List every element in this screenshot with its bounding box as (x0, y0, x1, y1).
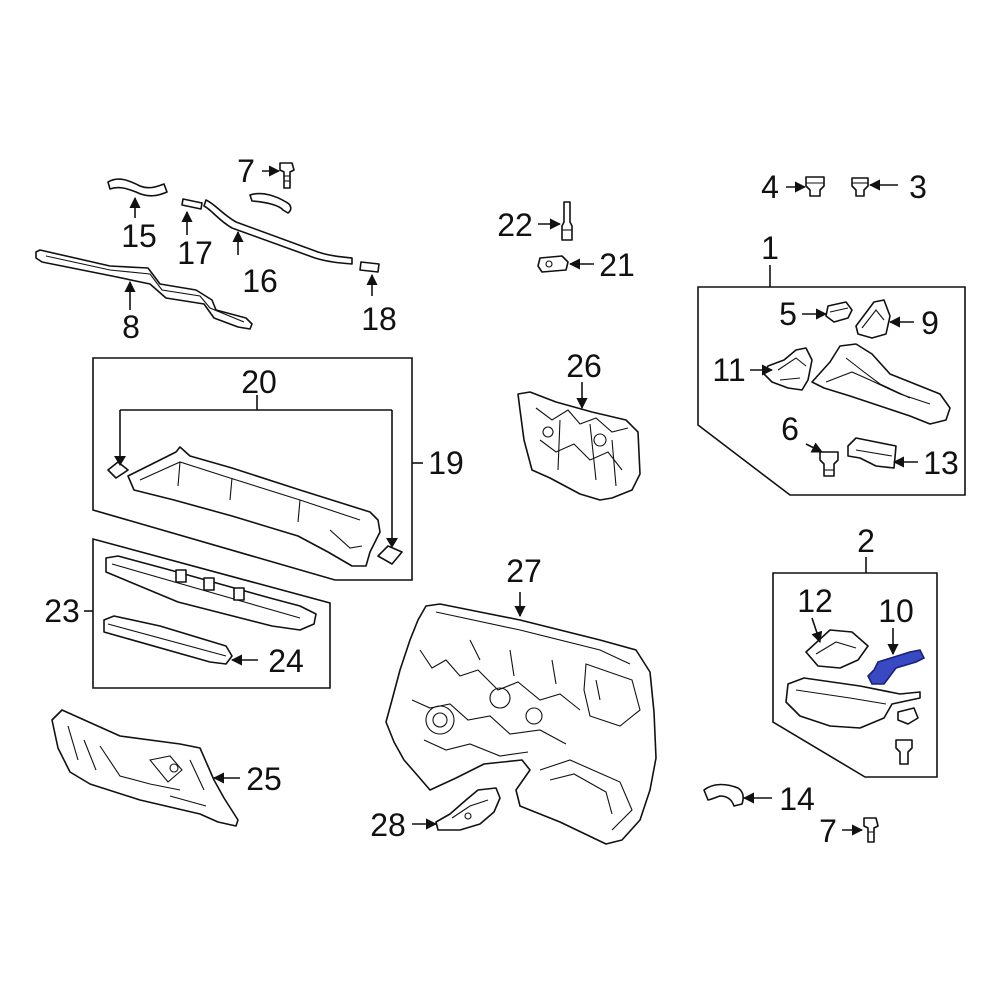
callout-9: 9 (921, 305, 939, 341)
callout-2: 2 (857, 523, 875, 559)
callout-14: 14 (779, 781, 815, 817)
part-9-cover (855, 299, 891, 339)
part-13-bracket (847, 437, 897, 469)
arrowhead-20-right (386, 538, 398, 548)
part-4-clip (805, 176, 825, 197)
group-box-23 (92, 537, 331, 689)
part-24-seal (103, 615, 233, 665)
callout-4: 4 (761, 169, 779, 205)
callout-15: 15 (121, 218, 157, 254)
part-7-bolt-top (279, 162, 295, 189)
part-5-cap (825, 301, 853, 323)
part-19-cowl-panel (107, 446, 403, 567)
group-box-19 (92, 357, 413, 581)
callout-11: 11 (712, 352, 745, 388)
group-box-2 (772, 572, 938, 778)
callout-27: 27 (506, 553, 542, 589)
part-10-bracket-highlighted (867, 649, 926, 685)
callout-1: 1 (761, 230, 779, 266)
part-15-hose (107, 178, 168, 197)
callout-19: 19 (428, 445, 464, 481)
part-2-panel (785, 677, 921, 765)
part-21-tab (537, 255, 569, 273)
callout-5: 5 (779, 296, 797, 332)
callout-26: 26 (566, 348, 602, 384)
part-22-bolt (561, 201, 573, 241)
callout-20: 20 (241, 364, 277, 400)
callout-6: 6 (781, 411, 799, 447)
callout-7-top: 7 (237, 153, 255, 189)
hose-under-7 (249, 192, 292, 214)
callout-18: 18 (361, 301, 397, 337)
arrow-6 (805, 442, 824, 453)
arrow-12 (811, 617, 823, 644)
callout-25: 25 (246, 761, 282, 797)
callout-28: 28 (370, 807, 406, 843)
callout-24: 24 (268, 643, 304, 679)
callout-17: 17 (177, 235, 213, 271)
arrowhead-20-left (114, 456, 126, 466)
part-6-bolt (819, 451, 839, 477)
part-27-instrument-panel (385, 603, 657, 845)
part-14-hose (703, 783, 744, 807)
leader-20 (119, 395, 393, 544)
callout-7-bottom: 7 (819, 813, 837, 849)
callout-3: 3 (909, 169, 927, 205)
part-16-hose (203, 199, 353, 265)
part-28-bracket (435, 787, 501, 831)
part-17-hose (181, 198, 203, 210)
part-25-bulkhead (51, 709, 239, 827)
part-7-bolt-bottom (863, 817, 879, 843)
part-1-panel (811, 343, 951, 425)
callout-12: 12 (797, 583, 833, 619)
part-3-clip (851, 177, 869, 197)
part-26-insulator (517, 391, 641, 501)
part-23-strip (105, 555, 317, 631)
callout-8: 8 (122, 309, 140, 345)
group-box-1 (697, 286, 966, 496)
callout-13: 13 (923, 445, 959, 481)
part-11-bracket (763, 347, 813, 391)
callout-10: 10 (878, 593, 914, 629)
callout-16: 16 (242, 263, 278, 299)
callout-21: 21 (599, 247, 635, 283)
callout-23: 23 (44, 593, 80, 629)
part-18-joint (359, 261, 380, 273)
part-12-bracket (805, 629, 869, 669)
callout-22: 22 (497, 207, 533, 243)
part-8-seal (35, 249, 253, 330)
